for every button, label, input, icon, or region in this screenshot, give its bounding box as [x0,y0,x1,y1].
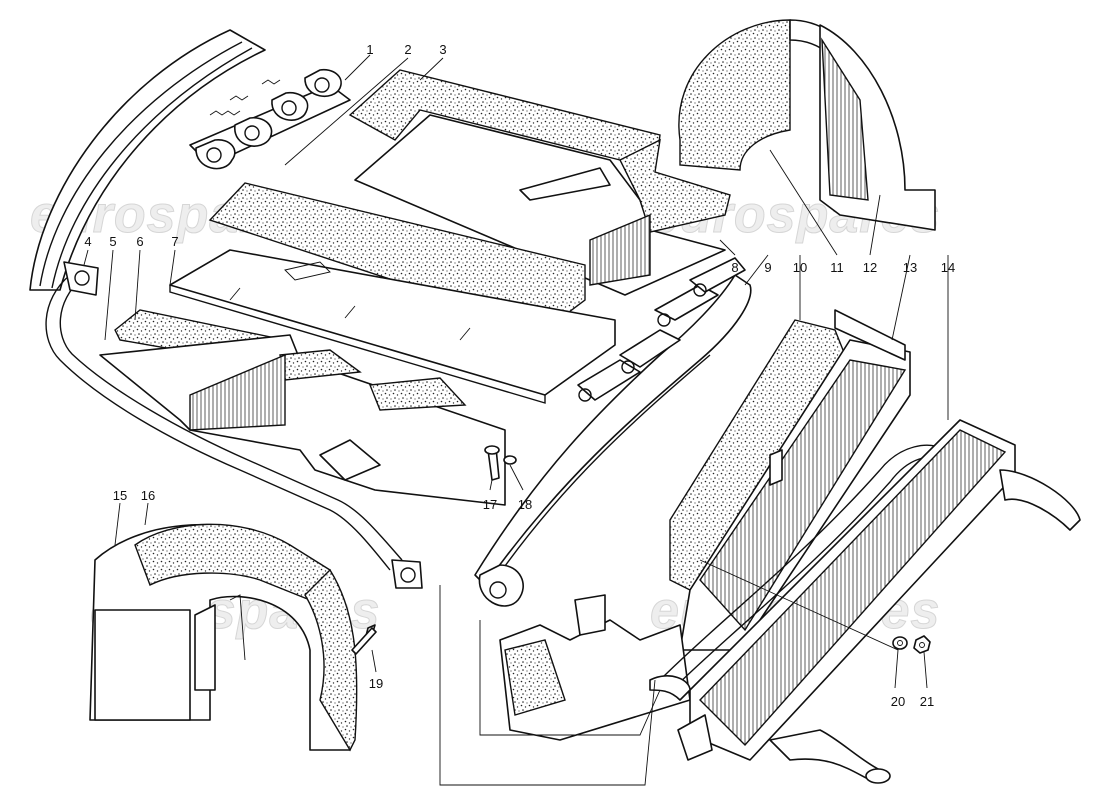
part-label-18: 18 [518,497,532,512]
part-label-8: 8 [731,260,738,275]
part-label-14: 14 [941,260,955,275]
lower-bracket [499,594,691,741]
part-label-21: 21 [920,694,934,709]
part-label-5: 5 [109,234,116,249]
rear-silencer [649,419,1081,784]
part-label-7: 7 [171,234,178,249]
part-label-3: 3 [439,42,446,57]
part-label-2: 2 [404,42,411,57]
lower-mounting-plate [169,249,616,404]
leader-lines [83,54,949,786]
lower-wheel-arch-shield [89,523,377,752]
part-label-15: 15 [113,488,127,503]
left-exhaust-manifold [29,29,351,291]
part-label-11: 11 [830,260,844,275]
part-label-19: 19 [369,676,383,691]
part-label-6: 6 [136,234,143,249]
upper-wheel-arch-shield [678,19,936,231]
bolt-and-washer [484,445,517,481]
right-exhaust-manifold [474,257,752,607]
part-label-12: 12 [863,260,877,275]
exhaust-downpipe [45,261,423,589]
part-label-1: 1 [366,42,373,57]
washer-and-nut [892,635,931,654]
right-long-heat-shield [669,309,911,651]
part-label-9: 9 [764,260,771,275]
part-labels: 1 2 3 4 5 6 7 8 9 10 11 12 13 14 15 16 1… [84,42,955,709]
part-label-4: 4 [84,234,91,249]
part-label-20: 20 [891,694,905,709]
part-label-10: 10 [793,260,807,275]
part-label-17: 17 [483,497,497,512]
upper-heat-shield [348,69,731,296]
part-label-16: 16 [141,488,155,503]
part-label-13: 13 [903,260,917,275]
lower-left-heat-shield [99,309,506,506]
